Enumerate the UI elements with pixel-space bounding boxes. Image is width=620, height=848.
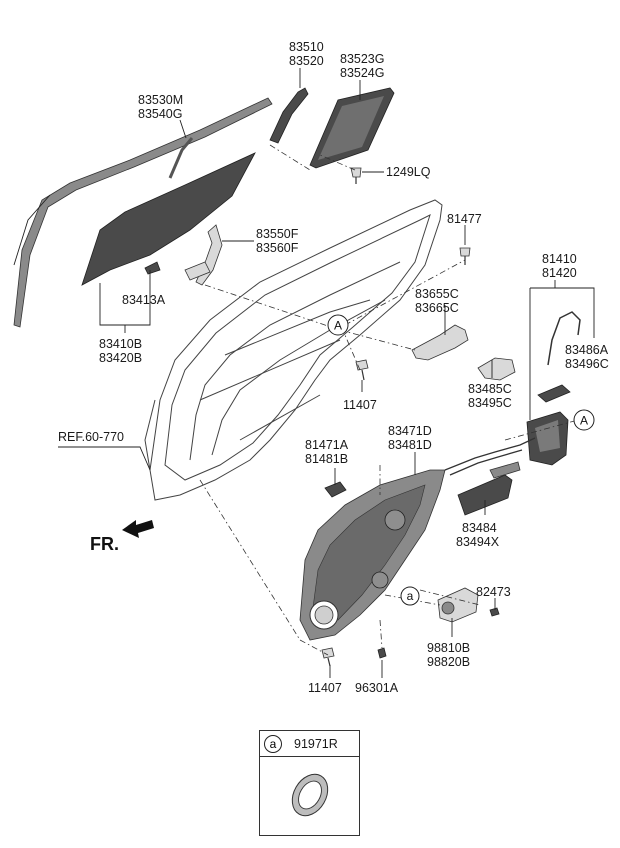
label-ref-60-770: REF.60-770 xyxy=(58,430,124,444)
label-83481D: 83481D xyxy=(388,438,432,452)
label-98810B: 98810B xyxy=(427,641,470,655)
label-83485C: 83485C xyxy=(468,382,512,396)
legend-part-number: 91971R xyxy=(294,736,338,751)
label-83665C: 83665C xyxy=(415,301,459,315)
label-11407-upper: 11407 xyxy=(343,398,377,412)
legend-header: a 91971R xyxy=(260,731,359,757)
legend-box: a 91971R xyxy=(259,730,360,836)
label-81420: 81420 xyxy=(542,266,577,280)
label-82473: 82473 xyxy=(476,585,511,599)
label-83510: 83510 xyxy=(289,40,324,54)
label-83524G: 83524G xyxy=(340,66,384,80)
label-83486A: 83486A xyxy=(565,343,609,357)
label-83550F: 83550F xyxy=(256,227,299,241)
label-83413A: 83413A xyxy=(122,293,166,307)
regulator-bracket-part[interactable] xyxy=(184,224,223,286)
label-83520: 83520 xyxy=(289,54,324,68)
legend-letter: a xyxy=(264,734,282,753)
label-83530M: 83530M xyxy=(138,93,183,107)
label-83495C: 83495C xyxy=(468,396,512,410)
screw-1249lq[interactable] xyxy=(350,167,362,184)
screw-82473[interactable] xyxy=(489,607,500,617)
door-glass-part[interactable] xyxy=(81,152,256,286)
outside-handle-bracket-part[interactable] xyxy=(411,324,469,361)
label-83484: 83484 xyxy=(462,521,497,535)
svg-text:a: a xyxy=(407,589,414,603)
bolt-11407-lower[interactable] xyxy=(321,647,335,667)
label-83496C: 83496C xyxy=(565,357,609,371)
label-81471A: 81471A xyxy=(305,438,349,452)
label-81410: 81410 xyxy=(542,252,577,266)
label-83540G: 83540G xyxy=(138,107,182,121)
bolt-11407-upper[interactable] xyxy=(355,359,369,381)
delta-moulding-part[interactable] xyxy=(269,87,309,144)
alignment-lines xyxy=(199,144,579,656)
leader-lines xyxy=(58,68,595,678)
label-83494X: 83494X xyxy=(456,535,500,549)
bolt-96301a[interactable] xyxy=(377,647,387,659)
front-direction-arrow xyxy=(122,520,154,538)
label-11407-lower: 11407 xyxy=(308,681,342,695)
actuator-part[interactable] xyxy=(324,481,347,498)
rod-part[interactable] xyxy=(537,311,581,403)
legend-part-image[interactable] xyxy=(260,757,359,835)
label-1249LQ: 1249LQ xyxy=(386,165,431,179)
label-96301A: 96301A xyxy=(355,681,399,695)
run-channel-part[interactable] xyxy=(13,97,273,328)
svg-text:A: A xyxy=(334,319,342,333)
label-83410B: 83410B xyxy=(99,337,142,351)
label-83420B: 83420B xyxy=(99,351,142,365)
label-83471D: 83471D xyxy=(388,424,432,438)
bolt-81477[interactable] xyxy=(459,247,471,265)
label-98820B: 98820B xyxy=(427,655,470,669)
svg-text:A: A xyxy=(580,414,588,428)
grommet-ring-icon xyxy=(291,773,329,817)
label-81477: 81477 xyxy=(447,212,482,226)
callout-a-panel[interactable]: a xyxy=(400,586,420,606)
callout-A-right[interactable]: A xyxy=(573,409,595,431)
glass-clip-part[interactable] xyxy=(144,261,161,275)
label-83655C: 83655C xyxy=(415,287,459,301)
motor-part[interactable] xyxy=(437,587,479,623)
quarter-glass-part[interactable] xyxy=(309,87,395,169)
label-81481B: 81481B xyxy=(305,452,348,466)
label-83523G: 83523G xyxy=(340,52,384,66)
callout-A-upper[interactable]: A xyxy=(327,314,349,336)
cable-holder-part[interactable] xyxy=(477,357,516,381)
label-fr: FR. xyxy=(90,534,119,554)
latch-cable-part[interactable] xyxy=(444,437,536,471)
label-83560F: 83560F xyxy=(256,241,299,255)
inside-handle-part[interactable] xyxy=(457,461,521,516)
door-module-panel-part[interactable] xyxy=(299,469,446,641)
part-labels: 83510 83520 83523G 83524G 83530M 83540G … xyxy=(58,40,609,695)
